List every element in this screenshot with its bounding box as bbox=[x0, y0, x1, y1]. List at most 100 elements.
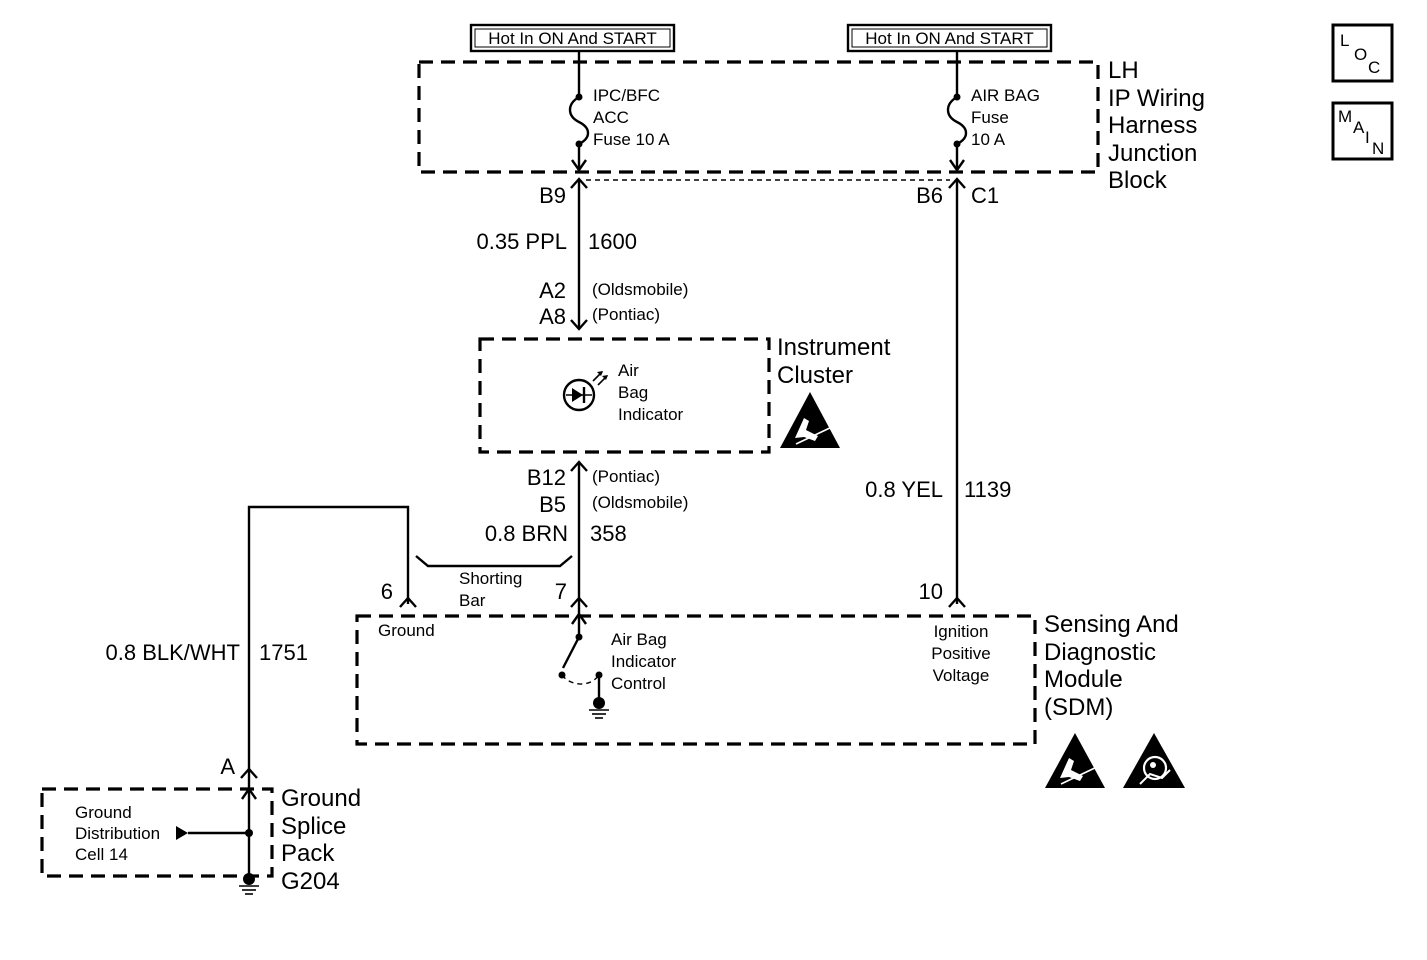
instrument-cluster-outline bbox=[478, 337, 771, 454]
ground-splice-name: Ground Splice Pack G204 bbox=[281, 785, 361, 895]
ignition-voltage-label-line: Positive bbox=[931, 644, 991, 663]
pin-b5: B5 bbox=[539, 492, 566, 517]
fuse-right-label: AIR BAG Fuse 10 A bbox=[971, 86, 1040, 149]
pin-b6: B6 bbox=[916, 183, 943, 208]
junction-block-name-line: Harness bbox=[1108, 112, 1197, 139]
sdm-connector-6-icon bbox=[399, 596, 417, 608]
airbag-warning-icon bbox=[1123, 733, 1185, 788]
sdm-pin-10: 10 bbox=[919, 579, 943, 604]
ground-distribution-label-line: Cell 14 bbox=[75, 845, 128, 864]
air-bag-indicator-label-line: Bag bbox=[618, 383, 648, 402]
junction-block-name-line: IP Wiring bbox=[1108, 85, 1205, 112]
wire-1139-gauge-color: 0.8 YEL bbox=[865, 477, 943, 502]
pin-c1: C1 bbox=[971, 183, 999, 208]
pin-a2-note: (Oldsmobile) bbox=[592, 280, 688, 299]
shorting-bar-icon bbox=[415, 555, 573, 568]
sdm-pin-7: 7 bbox=[555, 579, 567, 604]
instrument-cluster-name: Instrument Cluster bbox=[777, 334, 891, 389]
fuse-right-label-line: Fuse bbox=[971, 108, 1009, 127]
shorting-bar-label: Shorting bbox=[459, 569, 522, 588]
indicator-control-switch-icon bbox=[558, 604, 609, 719]
loc-button-letter: O bbox=[1354, 45, 1367, 64]
fuse-left-icon bbox=[568, 51, 590, 173]
pin-b5-note: (Oldsmobile) bbox=[592, 493, 688, 512]
air-bag-indicator-label: Air Bag Indicator bbox=[618, 361, 684, 424]
pin-b9: B9 bbox=[539, 183, 566, 208]
esd-warning-icon bbox=[780, 392, 840, 448]
loc-button[interactable]: L O C bbox=[1331, 23, 1394, 83]
ignition-voltage-label-line: Ignition bbox=[934, 622, 989, 641]
sdm-name-line: Sensing And bbox=[1044, 611, 1179, 638]
indicator-control-label-line: Air Bag bbox=[611, 630, 667, 649]
ground-distribution-label: Ground Distribution Cell 14 bbox=[75, 803, 160, 864]
sdm-connector-10-icon bbox=[948, 596, 966, 608]
ground-splice-name-line: Pack bbox=[281, 840, 335, 867]
led-indicator-icon bbox=[562, 371, 608, 412]
connector-cluster-in-icon bbox=[570, 319, 588, 331]
air-bag-indicator-label-line: Air bbox=[618, 361, 639, 380]
sdm-ground-label: Ground bbox=[378, 621, 435, 640]
pin-b12-note: (Pontiac) bbox=[592, 467, 660, 486]
ground-splice-name-line: Ground bbox=[281, 785, 361, 812]
indicator-control-label: Air Bag Indicator Control bbox=[611, 630, 677, 693]
ground-splice-outline bbox=[40, 787, 274, 878]
loc-button-letter: C bbox=[1368, 58, 1380, 77]
sdm-outline bbox=[355, 614, 1037, 746]
fuse-left-label-line: ACC bbox=[593, 108, 629, 127]
connector-b6-icon bbox=[948, 177, 966, 189]
main-button-letter: M bbox=[1338, 107, 1352, 126]
pin-a8: A8 bbox=[539, 304, 566, 329]
pin-b12: B12 bbox=[527, 465, 566, 490]
wire-1751-gauge-color: 0.8 BLK/WHT bbox=[106, 640, 240, 665]
ignition-voltage-label: Ignition Positive Voltage bbox=[931, 622, 991, 685]
pin-a2: A2 bbox=[539, 278, 566, 303]
junction-block-name-line: Block bbox=[1108, 167, 1168, 194]
junction-block-name: LH IP Wiring Harness Junction Block bbox=[1108, 57, 1205, 194]
wire-1600-circuit: 1600 bbox=[588, 229, 637, 254]
shorting-bar-label: Bar bbox=[459, 591, 486, 610]
junction-block-outline bbox=[417, 60, 1100, 174]
power-label-left-text: Hot In ON And START bbox=[488, 29, 657, 48]
fuse-left-label-line: IPC/BFC bbox=[593, 86, 660, 105]
main-button[interactable]: M A I N bbox=[1331, 101, 1394, 161]
fuse-right-label-line: 10 A bbox=[971, 130, 1006, 149]
wire-358-circuit: 358 bbox=[590, 521, 627, 546]
main-button-letter: A bbox=[1353, 118, 1365, 137]
ground-distribution-label-line: Distribution bbox=[75, 824, 160, 843]
sdm-name-line: Module bbox=[1044, 666, 1123, 693]
power-label-right-text: Hot In ON And START bbox=[865, 29, 1034, 48]
ignition-voltage-label-line: Voltage bbox=[933, 666, 990, 685]
ground-splice-name-line: G204 bbox=[281, 868, 340, 895]
instrument-cluster-name-line: Cluster bbox=[777, 362, 853, 389]
sdm-name-line: (SDM) bbox=[1044, 694, 1113, 721]
ground-splice-name-line: Splice bbox=[281, 813, 346, 840]
connector-b9-icon bbox=[570, 177, 588, 189]
pin-a8-note: (Pontiac) bbox=[592, 305, 660, 324]
ground-distribution-label-line: Ground bbox=[75, 803, 132, 822]
wire-1600-gauge-color: 0.35 PPL bbox=[476, 229, 567, 254]
pin-a: A bbox=[220, 754, 235, 779]
ground-distribution-arrow-icon bbox=[176, 826, 253, 840]
power-label-right: Hot In ON And START bbox=[846, 23, 1053, 53]
sdm-pin-6: 6 bbox=[381, 579, 393, 604]
sdm-name: Sensing And Diagnostic Module (SDM) bbox=[1044, 611, 1179, 721]
fuse-left-label: IPC/BFC ACC Fuse 10 A bbox=[593, 86, 670, 149]
fuse-right-label-line: AIR BAG bbox=[971, 86, 1040, 105]
loc-button-letter: L bbox=[1340, 31, 1349, 50]
junction-block-name-line: LH bbox=[1108, 57, 1139, 84]
wire-1751 bbox=[247, 505, 410, 778]
power-label-left: Hot In ON And START bbox=[469, 23, 676, 53]
sdm-name-line: Diagnostic bbox=[1044, 639, 1156, 666]
wire-358-gauge-color: 0.8 BRN bbox=[485, 521, 568, 546]
fuse-left-label-line: Fuse 10 A bbox=[593, 130, 670, 149]
ground-symbol-icon bbox=[239, 873, 259, 895]
fuse-right-icon bbox=[946, 51, 968, 173]
main-button-letter: I bbox=[1365, 128, 1370, 147]
main-button-letter: N bbox=[1372, 139, 1384, 158]
esd-warning-icon bbox=[1045, 733, 1105, 788]
indicator-control-label-line: Control bbox=[611, 674, 666, 693]
sdm-connector-7-icon bbox=[570, 596, 588, 608]
indicator-control-label-line: Indicator bbox=[611, 652, 677, 671]
junction-block-name-line: Junction bbox=[1108, 140, 1197, 167]
